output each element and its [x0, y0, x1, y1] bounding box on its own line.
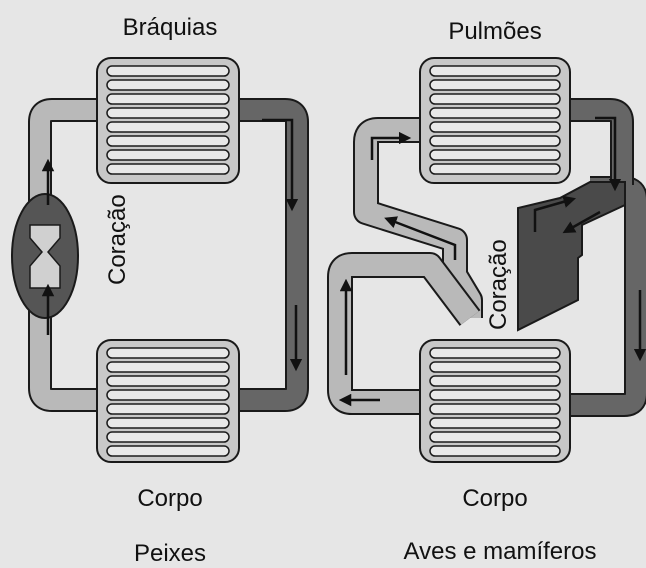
bird-mammal-caption: Aves e mamíferos [403, 538, 597, 565]
gills-label: Brá­quias [122, 14, 218, 41]
fish-gills [96, 57, 240, 184]
fish-caption: Peixes [133, 540, 207, 567]
bird-body-capillaries [419, 339, 571, 463]
bird-body-label: Corpo [462, 485, 528, 512]
lungs-label: Pulmões [448, 18, 542, 45]
fish-circulation: Coração [11, 57, 309, 463]
bird-flow-arrows [338, 116, 646, 407]
fish-body-label: Corpo [137, 485, 203, 512]
bird-heart-right [517, 181, 626, 332]
fish-heart-label: Coração [104, 194, 131, 285]
bird-heart-label: Coração [485, 239, 512, 330]
lungs [419, 57, 571, 184]
fish-flow-arrows [41, 118, 303, 372]
fish-body-capillaries [96, 339, 240, 463]
bird-mammal-circulation: Coração [327, 57, 646, 463]
